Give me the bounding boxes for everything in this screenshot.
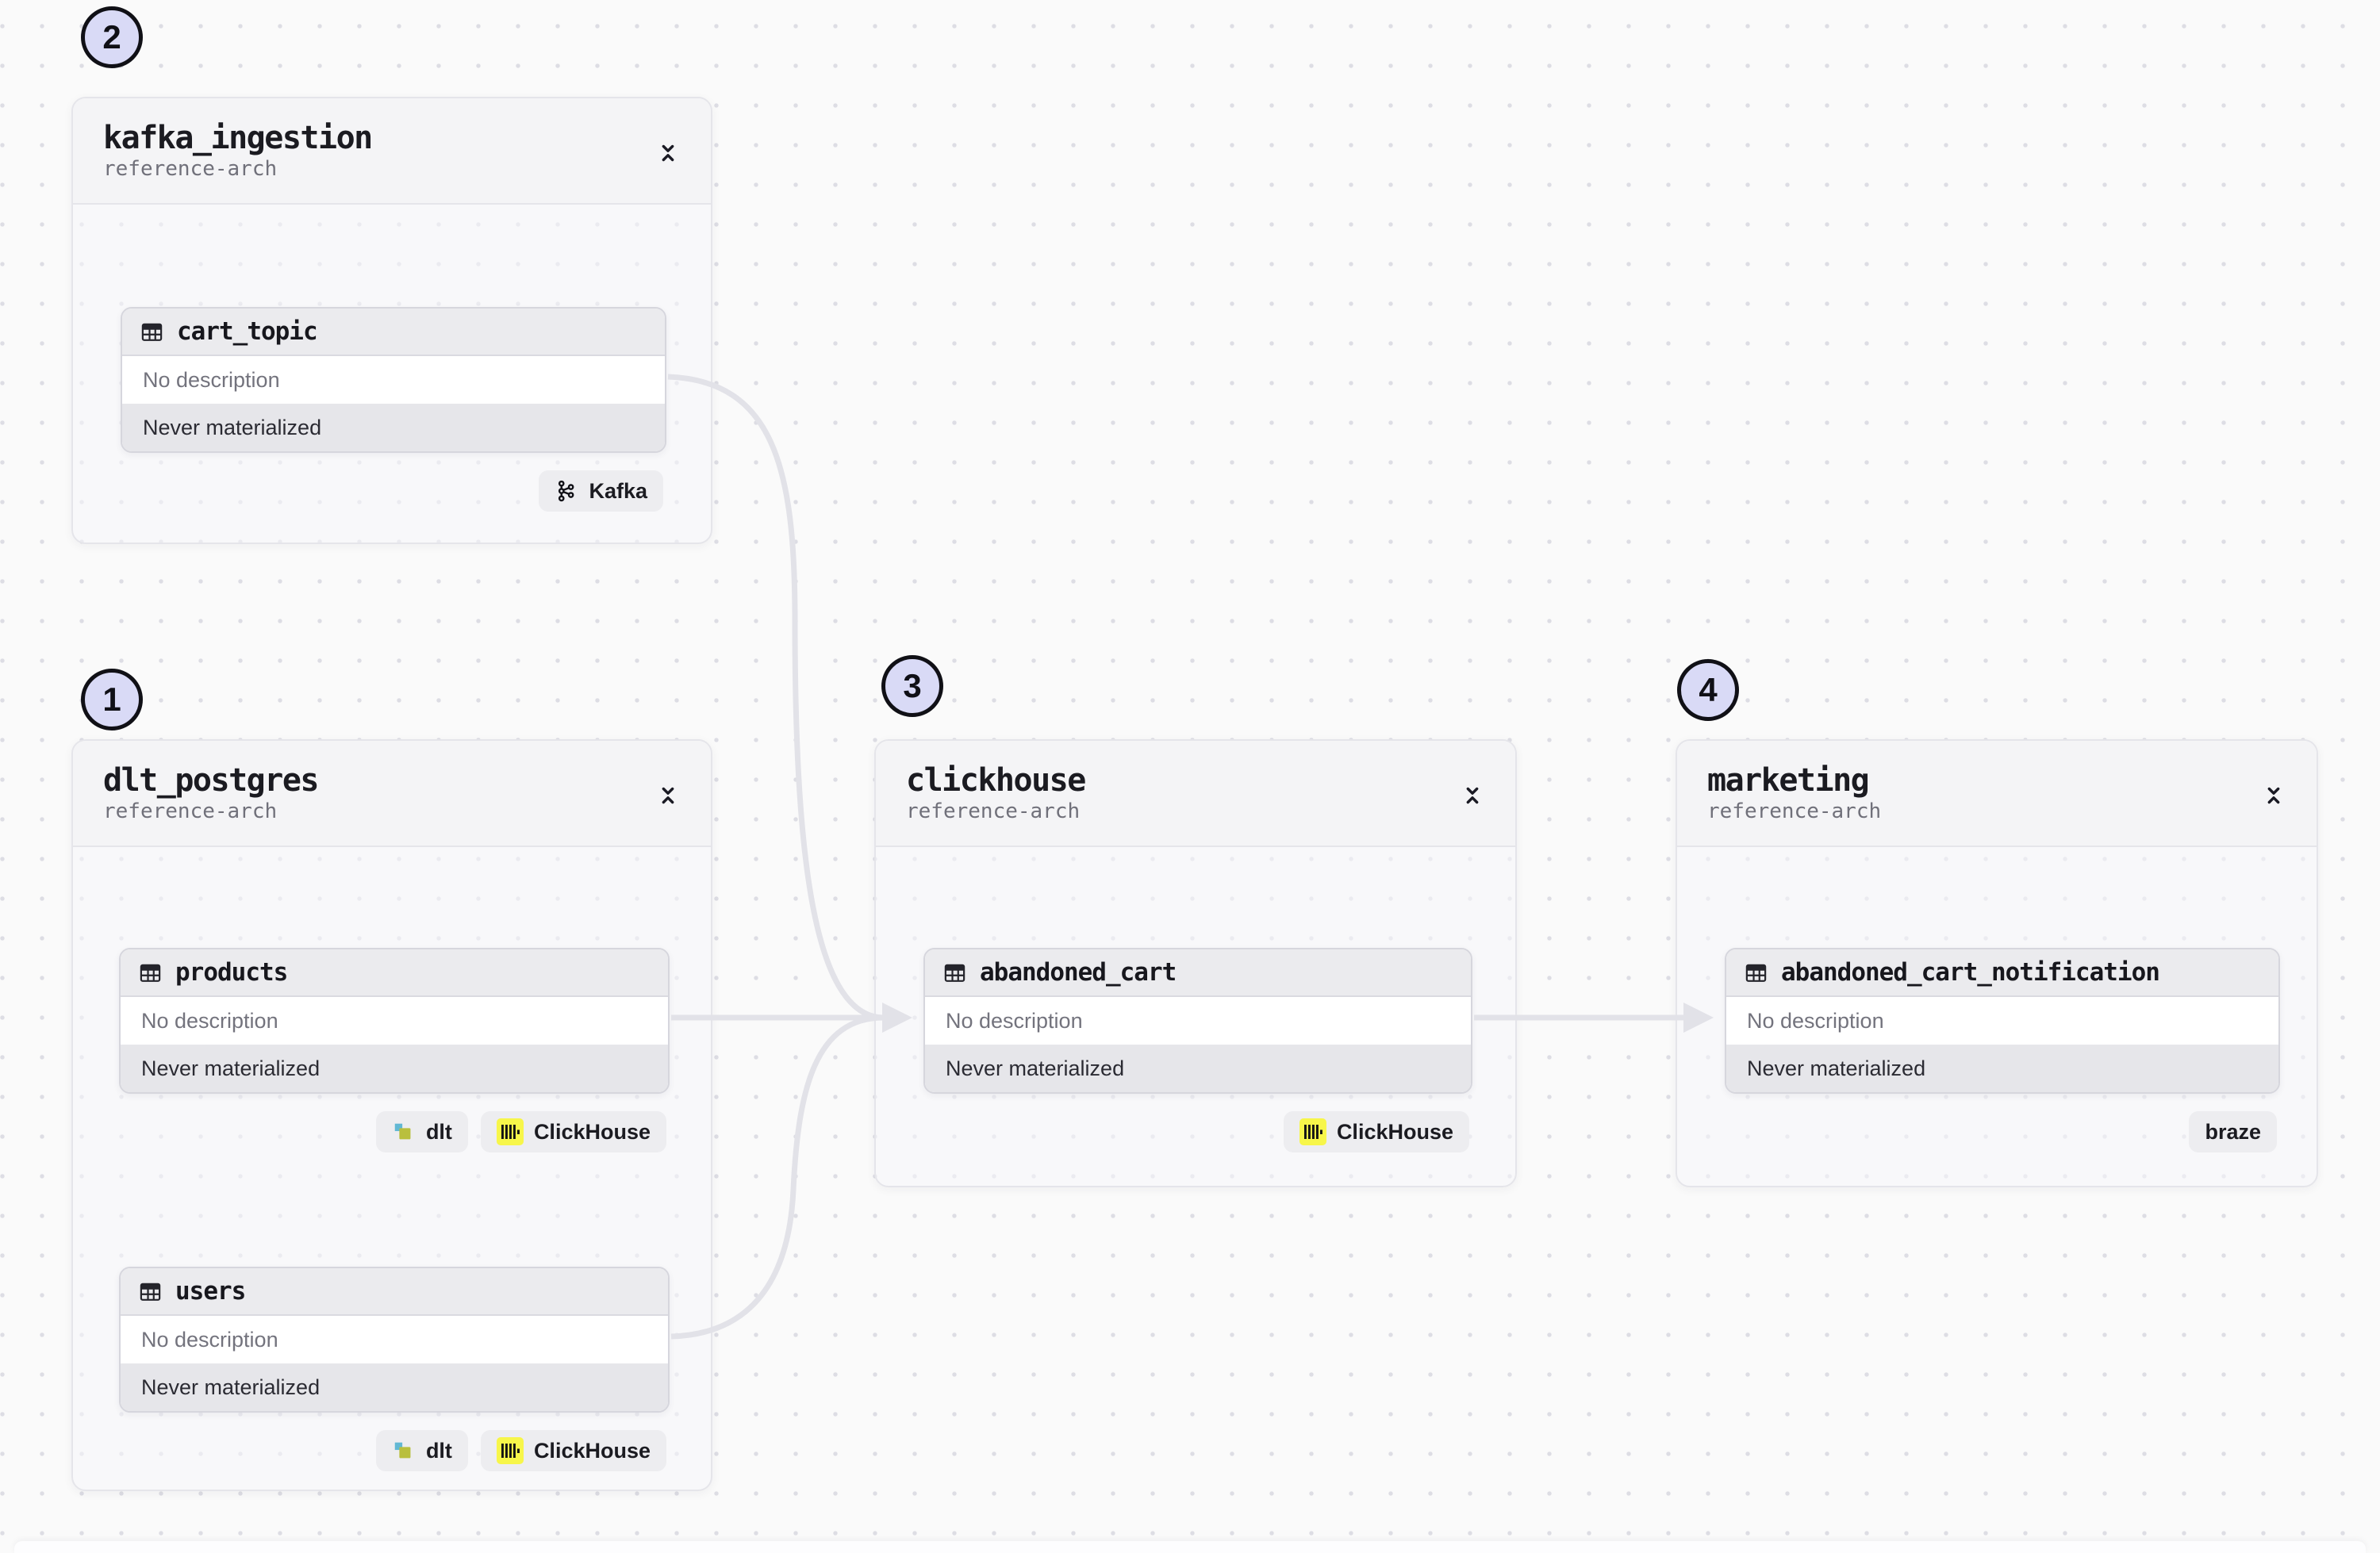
asset-name: abandoned_cart — [980, 958, 1177, 987]
collapse-vertical-icon — [1466, 787, 1479, 804]
asset-tag-row: braze — [2189, 1111, 2277, 1152]
step-badge-2: 2 — [81, 6, 143, 68]
step-badge-4: 4 — [1677, 659, 1739, 721]
asset-status: Never materialized — [121, 1363, 668, 1411]
group-subtitle: reference-arch — [103, 156, 278, 181]
collapse-group-button[interactable] — [651, 136, 685, 171]
asset-card-header: abandoned_cart_notification — [1726, 949, 2278, 997]
table-icon — [944, 964, 965, 982]
tag-clickhouse[interactable]: ClickHouse — [480, 1111, 666, 1152]
tag-label: ClickHouse — [533, 1119, 651, 1144]
group-box-dlt-postgres: dlt_postgres reference-arch products No … — [71, 739, 712, 1491]
dlt-icon — [394, 1442, 411, 1459]
asset-card-products[interactable]: products No description Never materializ… — [119, 948, 670, 1094]
group-header-marketing[interactable]: marketing reference-arch — [1677, 741, 2317, 847]
asset-tag-row: dlt ClickHouse — [375, 1430, 666, 1471]
table-icon — [140, 1283, 161, 1301]
tag-label: ClickHouse — [1336, 1119, 1453, 1144]
clickhouse-icon — [1299, 1118, 1326, 1145]
asset-status: Never materialized — [1726, 1045, 2278, 1092]
step-badge-3: 3 — [881, 655, 943, 717]
tag-label: dlt — [425, 1119, 452, 1144]
tag-label: dlt — [425, 1438, 452, 1463]
group-header-clickhouse[interactable]: clickhouse reference-arch — [876, 741, 1515, 847]
tag-kafka[interactable]: Kafka — [539, 470, 663, 512]
asset-name: abandoned_cart_notification — [1781, 958, 2160, 987]
asset-card-header: products — [121, 949, 668, 997]
table-icon — [141, 323, 163, 341]
asset-card-users[interactable]: users No description Never materialized — [119, 1267, 670, 1413]
group-title: clickhouse — [906, 761, 1086, 799]
asset-card-cart-topic[interactable]: cart_topic No description Never material… — [121, 307, 666, 453]
kafka-icon — [559, 480, 574, 502]
tag-label: Kafka — [589, 478, 647, 503]
asset-card-header: abandoned_cart — [925, 949, 1471, 997]
collapse-vertical-icon — [662, 787, 674, 804]
asset-tag-row: dlt ClickHouse — [375, 1111, 666, 1152]
tag-dlt[interactable]: dlt — [375, 1111, 468, 1152]
group-box-kafka-ingestion: kafka_ingestion reference-arch cart_topi… — [71, 97, 712, 544]
collapse-group-button[interactable] — [651, 778, 685, 813]
group-box-clickhouse: clickhouse reference-arch abandoned_cart… — [874, 739, 1517, 1187]
step-badge-1: 1 — [81, 669, 143, 730]
asset-tag-row: ClickHouse — [1283, 1111, 1469, 1152]
group-title: dlt_postgres — [103, 761, 319, 799]
group-box-marketing: marketing reference-arch abandoned_cart_… — [1676, 739, 2318, 1187]
asset-status: Never materialized — [925, 1045, 1471, 1092]
collapse-vertical-icon — [662, 144, 674, 162]
group-title: marketing — [1707, 761, 1870, 799]
asset-description: No description — [1726, 997, 2278, 1045]
asset-card-abandoned-cart-notification[interactable]: abandoned_cart_notification No descripti… — [1725, 948, 2280, 1094]
table-icon — [1745, 964, 1767, 982]
asset-description: No description — [121, 1316, 668, 1363]
asset-name: cart_topic — [177, 317, 318, 346]
group-subtitle: reference-arch — [103, 799, 278, 823]
asset-tag-row: Kafka — [539, 470, 663, 512]
asset-status: Never materialized — [122, 404, 665, 451]
dlt-icon — [394, 1123, 411, 1140]
tag-label: braze — [2205, 1119, 2261, 1144]
tag-clickhouse[interactable]: ClickHouse — [480, 1430, 666, 1471]
clickhouse-icon — [496, 1118, 524, 1145]
asset-card-abandoned-cart[interactable]: abandoned_cart No description Never mate… — [923, 948, 1472, 1094]
group-header-kafka-ingestion[interactable]: kafka_ingestion reference-arch — [73, 98, 711, 205]
table-icon — [140, 964, 161, 982]
asset-description: No description — [925, 997, 1471, 1045]
asset-status: Never materialized — [121, 1045, 668, 1092]
tag-braze[interactable]: braze — [2189, 1111, 2277, 1152]
group-title: kafka_ingestion — [103, 119, 373, 156]
tag-label: ClickHouse — [533, 1438, 651, 1463]
asset-card-header: cart_topic — [122, 309, 665, 356]
asset-description: No description — [122, 356, 665, 404]
asset-description: No description — [121, 997, 668, 1045]
group-header-dlt-postgres[interactable]: dlt_postgres reference-arch — [73, 741, 711, 847]
asset-name: users — [175, 1277, 246, 1306]
asset-card-header: users — [121, 1268, 668, 1316]
bottom-panel-edge — [14, 1541, 2366, 1553]
clickhouse-icon — [496, 1437, 524, 1464]
tag-clickhouse[interactable]: ClickHouse — [1283, 1111, 1469, 1152]
asset-name: products — [175, 958, 288, 987]
collapse-group-button[interactable] — [1455, 778, 1490, 813]
collapse-vertical-icon — [2267, 787, 2280, 804]
group-subtitle: reference-arch — [1707, 799, 1882, 823]
group-subtitle: reference-arch — [906, 799, 1081, 823]
tag-dlt[interactable]: dlt — [375, 1430, 468, 1471]
collapse-group-button[interactable] — [2256, 778, 2291, 813]
